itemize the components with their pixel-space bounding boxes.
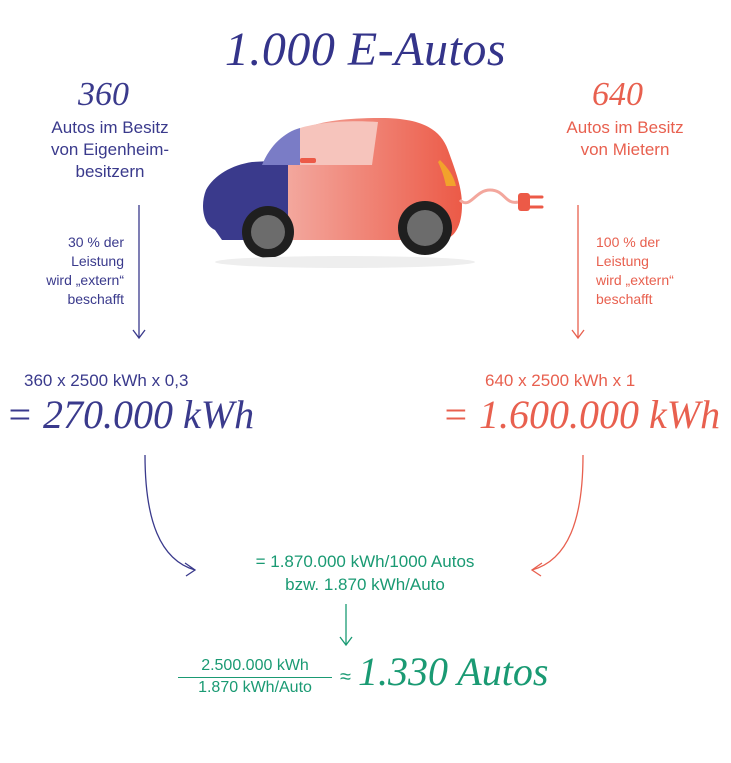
left-note-line: wird „extern“ xyxy=(46,272,124,288)
right-note: 100 % der Leistung wird „extern“ beschaf… xyxy=(596,233,706,309)
left-note-line: Leistung xyxy=(71,253,124,269)
right-note-line: Leistung xyxy=(596,253,649,269)
left-count: 360 xyxy=(78,76,129,113)
electric-car-icon xyxy=(203,118,475,268)
right-curved-arrow xyxy=(530,454,584,577)
final-result: 1.330 Autos xyxy=(358,649,549,694)
left-formula: 360 x 2500 kWh x 0,3 xyxy=(24,371,189,390)
page-title: 1.000 E-Autos xyxy=(224,23,507,76)
charging-plug-icon xyxy=(458,188,544,211)
left-down-arrow xyxy=(132,205,146,340)
right-down-arrow xyxy=(571,205,585,340)
sum-line-1: = 1.870.000 kWh/1000 Autos xyxy=(255,552,475,571)
sum-line-2: bzw. 1.870 kWh/Auto xyxy=(285,575,445,594)
approx-sign: ≈ xyxy=(340,666,351,688)
left-note-line: beschafft xyxy=(67,291,124,307)
fraction-denominator: 1.870 kWh/Auto xyxy=(198,679,312,696)
right-note-line: 100 % der xyxy=(596,234,660,250)
sum-down-arrow xyxy=(339,604,353,647)
right-label: Autos im Besitz von Mietern xyxy=(535,117,715,161)
left-curved-arrow xyxy=(144,454,197,577)
right-label-line: Autos im Besitz xyxy=(566,118,684,137)
final-fraction: 2.500.000 kWh 1.870 kWh/Auto xyxy=(178,656,332,698)
left-label: Autos im Besitz von Eigenheim- besitzern xyxy=(20,117,200,183)
right-note-line: beschafft xyxy=(596,291,653,307)
left-note: 30 % der Leistung wird „extern“ beschaff… xyxy=(20,233,124,309)
right-result: = 1.600.000 kWh xyxy=(442,392,721,437)
right-note-line: wird „extern“ xyxy=(596,272,674,288)
right-count: 640 xyxy=(592,76,643,113)
left-label-line: von Eigenheim- xyxy=(50,140,170,159)
left-result: = 270.000 kWh xyxy=(6,392,255,437)
right-formula: 640 x 2500 kWh x 1 xyxy=(485,371,636,390)
fraction-numerator: 2.500.000 kWh xyxy=(178,656,332,678)
left-label-line: besitzern xyxy=(75,162,145,181)
right-label-line: von Mietern xyxy=(580,140,670,159)
left-note-line: 30 % der xyxy=(67,234,124,250)
left-label-line: Autos im Besitz xyxy=(51,118,169,137)
